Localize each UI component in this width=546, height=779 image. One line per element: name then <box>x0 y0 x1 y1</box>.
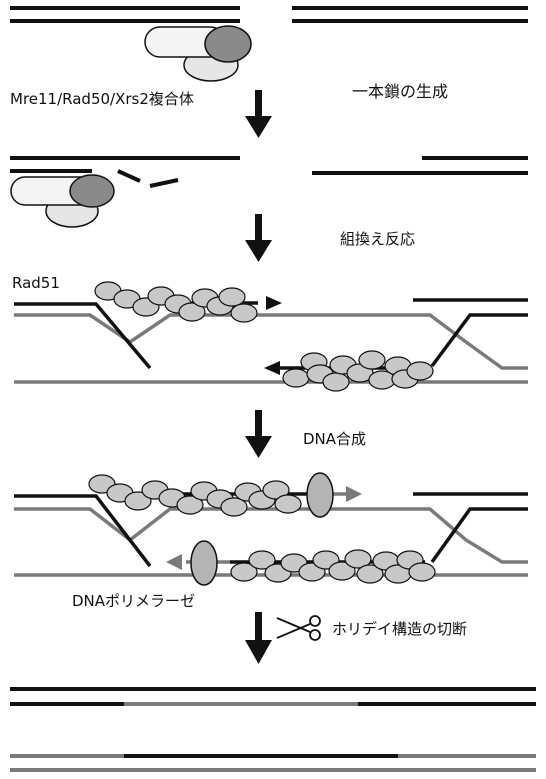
rad51-label: Rad51 <box>12 274 60 292</box>
down-arrow-icon <box>245 214 272 262</box>
mrx-complex-top <box>144 25 252 82</box>
rad51-filament-lower-synth <box>230 549 436 584</box>
dna-polymerase-upper <box>306 472 334 518</box>
stage5-products <box>10 687 536 772</box>
arrowhead-icon <box>266 296 282 310</box>
down-arrow-icon <box>245 410 272 458</box>
stage2-resection <box>10 156 528 188</box>
rad51-filament-upper-synth <box>88 474 302 517</box>
dna-synthesis-label: DNA合成 <box>303 430 367 448</box>
down-arrow-icon <box>245 612 272 664</box>
scissors-icon <box>276 615 321 641</box>
stage1-dsb <box>10 6 528 23</box>
dna-polymerase-label: DNAポリメラーゼ <box>72 592 196 610</box>
arrowhead-icon <box>166 554 182 570</box>
holliday-cut-label: ホリデイ構造の切断 <box>332 620 468 638</box>
rad51-filament-upper <box>94 281 258 323</box>
arrowhead-icon <box>264 361 280 375</box>
dna-polymerase-lower <box>190 540 218 586</box>
mrx-complex-resection <box>10 174 115 228</box>
arrowhead-icon <box>346 486 362 502</box>
recombination-label: 組換え反応 <box>340 230 416 248</box>
single-strand-label: 一本鎖の生成 <box>352 82 449 101</box>
mrx-complex-label: Mre11/Rad50/Xrs2複合体 <box>10 90 194 108</box>
rad51-filament-lower <box>282 350 434 392</box>
down-arrow-icon <box>245 90 272 138</box>
